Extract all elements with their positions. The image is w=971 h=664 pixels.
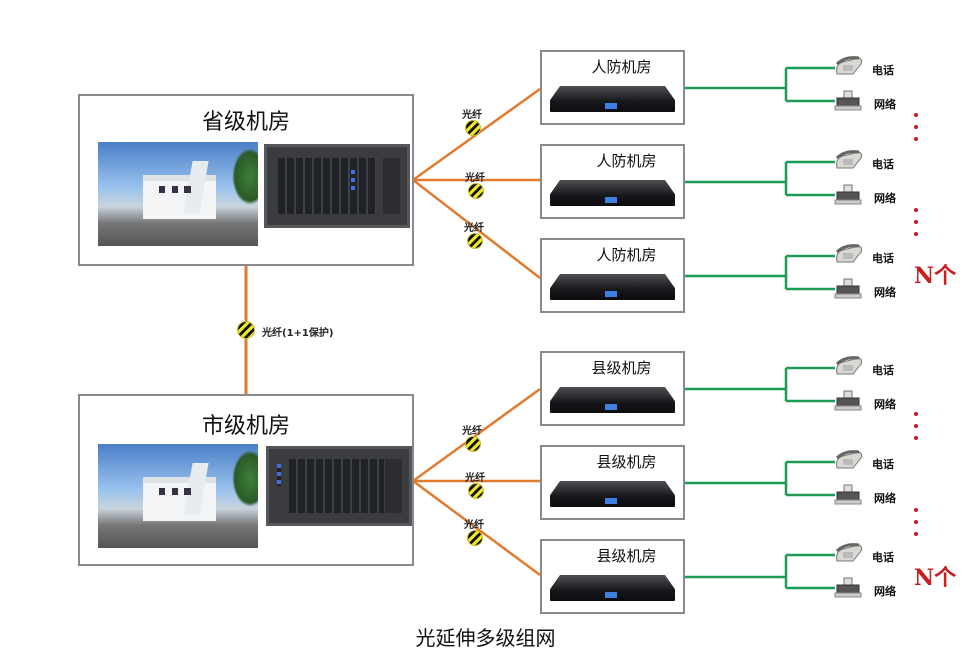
sub-machine-room[interactable]: 人防机房	[540, 144, 685, 219]
copper-line	[685, 553, 835, 590]
rack-device-icon	[550, 180, 675, 206]
trunk-link-label: 光纤(1+1保护)	[262, 328, 334, 339]
sub-room-title: 县级机房	[596, 547, 657, 565]
sub-machine-room[interactable]: 县级机房	[540, 351, 685, 426]
fax-icon	[833, 577, 863, 599]
phone-label: 电话	[872, 158, 894, 171]
fiber-badge-icon	[237, 321, 255, 339]
copper-line	[685, 460, 835, 497]
building-photo	[98, 142, 258, 246]
network-label: 网络	[874, 492, 896, 505]
phone-icon	[833, 244, 863, 266]
ellipsis-dots	[914, 412, 918, 448]
phone-label: 电话	[872, 64, 894, 77]
copper-line	[685, 160, 835, 197]
fiber-badge-icon	[468, 183, 484, 199]
rack-device-icon	[550, 86, 675, 112]
fax-icon	[833, 90, 863, 112]
sub-machine-room[interactable]: 人防机房	[540, 50, 685, 125]
ellipsis-dots	[914, 508, 918, 544]
phone-label: 电话	[872, 458, 894, 471]
network-label: 网络	[874, 286, 896, 299]
ellipsis-dots	[914, 113, 918, 149]
fiber-line	[412, 179, 541, 279]
copper-line	[685, 66, 835, 103]
phone-icon	[833, 356, 863, 378]
provincial-room-title: 省级机房	[201, 110, 290, 135]
rack-device-icon	[550, 575, 675, 601]
diagram-caption: 光延伸多级组网	[415, 626, 556, 650]
provincial-machine-room[interactable]: 省级机房	[78, 94, 414, 266]
fiber-badge-icon	[468, 483, 484, 499]
rack-device-icon	[550, 481, 675, 507]
chassis-device-icon	[266, 446, 412, 526]
rack-device-icon	[550, 274, 675, 300]
fax-icon	[833, 484, 863, 506]
copper-line	[685, 366, 835, 403]
phone-icon	[833, 56, 863, 78]
fax-icon	[833, 184, 863, 206]
network-label: 网络	[874, 192, 896, 205]
phone-label: 电话	[872, 551, 894, 564]
fax-icon	[833, 390, 863, 412]
city-machine-room[interactable]: 市级机房	[78, 394, 414, 566]
fiber-label: 光纤	[462, 110, 482, 121]
sub-room-title: 县级机房	[596, 453, 657, 471]
fiber-badge-icon	[467, 233, 483, 249]
fiber-label: 光纤	[464, 520, 484, 531]
sub-machine-room[interactable]: 人防机房	[540, 238, 685, 313]
sub-room-title: 人防机房	[596, 152, 657, 170]
fiber-label: 光纤	[462, 426, 482, 437]
fiber-label: 光纤	[464, 223, 484, 234]
phone-icon	[833, 450, 863, 472]
fax-icon	[833, 278, 863, 300]
rack-device-icon	[550, 387, 675, 413]
sub-machine-room[interactable]: 县级机房	[540, 445, 685, 520]
phone-icon	[833, 150, 863, 172]
copper-line	[685, 254, 835, 291]
sub-room-title: 人防机房	[591, 58, 652, 76]
fiber-badge-icon	[467, 530, 483, 546]
sub-room-title: 人防机房	[596, 246, 657, 264]
building-photo	[98, 444, 258, 548]
city-room-title: 市级机房	[201, 414, 290, 439]
fiber-line	[412, 479, 541, 577]
ellipsis-dots	[914, 208, 918, 244]
chassis-device-icon	[264, 144, 410, 228]
count-label: N个	[914, 565, 957, 591]
count-label: N个	[914, 263, 957, 289]
phone-icon	[833, 543, 863, 565]
fiber-label: 光纤	[465, 173, 485, 184]
network-label: 网络	[874, 398, 896, 411]
sub-room-title: 县级机房	[591, 359, 652, 377]
fiber-label: 光纤	[465, 473, 485, 484]
fiber-badge-icon	[465, 120, 481, 136]
network-label: 网络	[874, 98, 896, 111]
fiber-line	[412, 387, 541, 483]
network-label: 网络	[874, 585, 896, 598]
sub-machine-room[interactable]: 县级机房	[540, 539, 685, 614]
fiber-badge-icon	[465, 436, 481, 452]
phone-label: 电话	[872, 252, 894, 265]
phone-label: 电话	[872, 364, 894, 377]
